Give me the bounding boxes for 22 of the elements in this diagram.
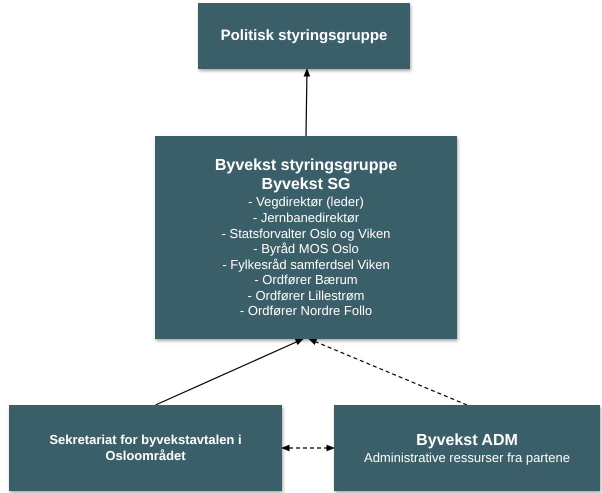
arrow	[304, 68, 310, 136]
box-heading: Byvekst styringsgruppe	[214, 156, 398, 176]
box-heading: Byvekst ADM	[416, 430, 518, 450]
box-text: - Fylkesråd samferdsel Viken	[222, 256, 390, 272]
arrow	[281, 444, 335, 452]
box-heading: Politisk styringsgruppe	[220, 27, 388, 45]
box-text: - Vegdirektør (leder)	[248, 194, 364, 210]
box-text: - Statsforvalter Oslo og Viken	[222, 226, 390, 242]
org-box	[334, 405, 600, 491]
box-heading: Sekretariat for byvekstavtalen i Osloområdet	[48, 432, 243, 464]
box-heading: Byvekst SG	[262, 175, 350, 194]
box-text: - Ordfører Bærum	[254, 272, 358, 288]
box-text: - Byråd MOS Oslo	[253, 241, 359, 257]
arrow	[308, 338, 468, 406]
box-text: Administrative ressurser fra partene	[364, 450, 570, 466]
box-text: - Ordfører Nordre Follo	[240, 303, 372, 320]
box-text: - Jernbanedirektør	[252, 210, 360, 226]
org-box	[155, 136, 457, 339]
box-text: - Ordfører Lillestrøm	[248, 288, 364, 304]
org-box	[9, 405, 282, 491]
org-box	[198, 3, 410, 69]
arrow	[155, 338, 304, 406]
